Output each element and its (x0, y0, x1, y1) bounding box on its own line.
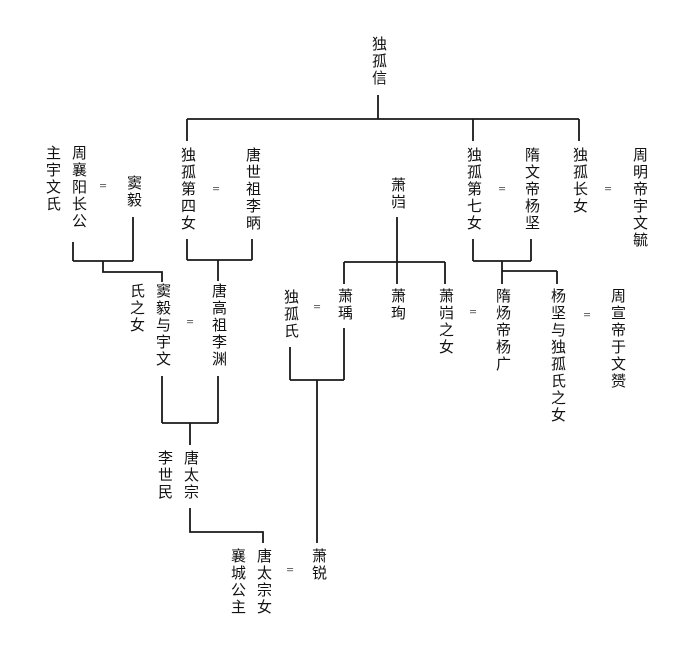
node-tang-taizong-li-shimin: 唐太宗李世民 (156, 450, 198, 501)
marriage-eq-yangjian: = (498, 181, 506, 196)
edge-lishimin-to-xiangcheng (189, 508, 264, 543)
node-dugu-seventh-daughter: 独孤第七女 (465, 147, 481, 232)
node-dugu-xin: 独孤信 (370, 36, 386, 87)
node-dugu-shi: 独孤氏 (282, 289, 298, 340)
edge-douyi-union (72, 217, 163, 282)
marriage-eq-liyuan: = (186, 314, 194, 329)
node-dugu-eldest-daughter: 独孤长女 (571, 147, 587, 215)
marriage-eq-xiaoyu: = (313, 299, 321, 314)
node-xiao-xun: 萧珣 (389, 288, 405, 322)
node-xiao-yu: 萧瑀 (336, 288, 352, 322)
edge-dugushi-xiaoyu-union (289, 328, 345, 543)
marriage-eq-yuwenyu: = (604, 181, 612, 196)
edge-doudaughter-liyuan-union (161, 376, 219, 445)
marriage-eq-yuwenyun: = (583, 307, 591, 322)
node-zhou-xuandi-yuwen-yun: 周宣帝于文赟 (609, 288, 625, 390)
node-sui-yangdi-yang-guang: 隋炀帝杨广 (494, 288, 510, 373)
edge-dugu7-yangjian-union (472, 239, 558, 284)
node-sui-wendi-yang-jian: 隋文帝杨坚 (523, 147, 539, 232)
marriage-eq-xiaorui: = (286, 562, 294, 577)
marriage-eq-libing: = (212, 181, 220, 196)
node-tang-shizu-li-bing: 唐世祖李昞 (244, 147, 260, 232)
node-dou-yi-daughter: 窦毅与宇文氏之女 (128, 283, 170, 368)
node-zhou-xiangyang-princess: 周襄阳长公主宇文氏 (44, 145, 86, 230)
node-xiao-kui-daughter: 萧岿之女 (437, 288, 453, 356)
node-zhou-mingdi-yuwen-yu: 周明帝宇文毓 (631, 147, 647, 249)
node-xiangcheng-princess: 唐太宗女襄城公主 (229, 548, 271, 616)
edge-xiaokui-children (343, 217, 446, 284)
node-xiao-kui: 萧岿 (389, 177, 405, 211)
node-xiao-rui: 萧锐 (310, 548, 326, 582)
node-dou-yi: 窦毅 (125, 175, 141, 209)
node-yang-jian-dugu-daughter: 杨坚与独孤氏之女 (549, 288, 565, 424)
marriage-eq-yangguang: = (469, 304, 477, 319)
edge-dugu4-libing-union (186, 239, 253, 281)
node-tang-gaozu-li-yuan: 唐高祖李渊 (210, 283, 226, 368)
node-dugu-fourth-daughter: 独孤第四女 (179, 147, 195, 232)
edge-duguxin-children (186, 95, 580, 141)
marriage-eq-douyi: = (99, 178, 107, 193)
